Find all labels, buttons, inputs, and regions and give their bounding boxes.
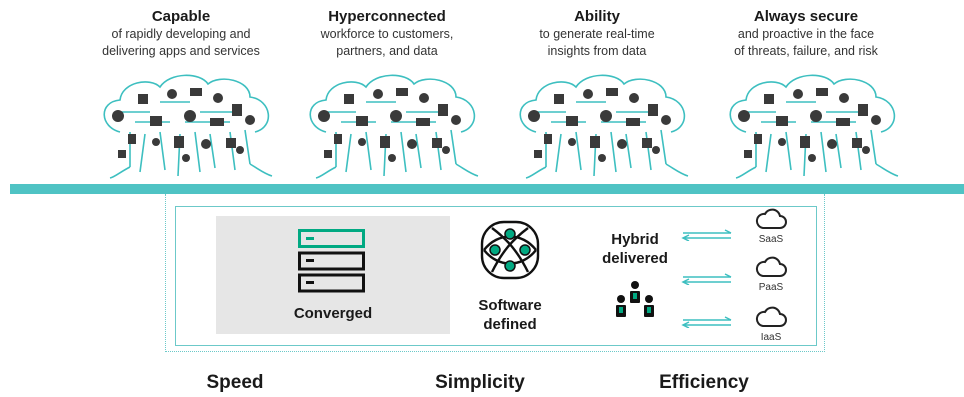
bidirectional-arrows-icon [681, 229, 733, 241]
network-nodes-icon [480, 220, 540, 280]
teal-divider-bar [10, 184, 964, 194]
hybrid-delivered-label: Hybrid delivered [590, 230, 680, 268]
software-label-line2: defined [483, 316, 537, 333]
capability-desc-line2: insights from data [547, 44, 647, 58]
inner-frame [175, 206, 817, 346]
bottom-label-speed: Speed [206, 372, 264, 393]
bottom-label-efficiency: Efficiency [659, 372, 749, 393]
cloud-label-paas: PaaS [758, 282, 784, 293]
brain-circuit-icon [716, 72, 906, 180]
capability-desc-line2: partners, and data [336, 44, 438, 58]
capability-capable: Capable of rapidly developing and delive… [81, 8, 281, 60]
capability-desc-line2: of threats, failure, and risk [734, 44, 878, 58]
bidirectional-arrows-icon [681, 316, 733, 328]
software-label-line1: Software [478, 297, 542, 314]
bidirectional-arrows-icon [681, 273, 733, 285]
cloud-icon [755, 256, 787, 278]
server-stack-icon [298, 229, 365, 293]
capability-hyperconnected: Hyperconnected workforce to customers, p… [287, 8, 487, 60]
capability-title: Ability [574, 8, 620, 25]
hybrid-label-line2: delivered [602, 250, 668, 267]
cloud-label-iaas: IaaS [760, 332, 782, 343]
capability-desc-line2: delivering apps and services [102, 44, 260, 58]
cloud-icon [755, 306, 787, 328]
capability-desc-line1: to generate real-time [539, 27, 655, 41]
cloud-label-saas: SaaS [758, 234, 784, 245]
capability-desc-line1: and proactive in the face [737, 27, 875, 41]
brain-circuit-icon [296, 72, 486, 180]
brain-circuit-icon [506, 72, 696, 180]
capability-always-secure: Always secure and proactive in the face … [706, 8, 906, 60]
outer-dotted-frame [165, 194, 825, 352]
capability-ability: Ability to generate real-time insights f… [497, 8, 697, 60]
capability-title: Always secure [753, 8, 859, 25]
cloud-icon [755, 208, 787, 230]
team-icon [616, 281, 654, 317]
converged-label: Converged [293, 305, 373, 322]
software-defined-label: Software defined [462, 296, 558, 334]
capability-title: Capable [151, 8, 211, 25]
brain-circuit-icon [90, 72, 280, 180]
capability-desc-line1: of rapidly developing and [111, 27, 251, 41]
hybrid-label-line1: Hybrid [611, 231, 659, 248]
bottom-label-simplicity: Simplicity [435, 372, 525, 393]
capability-desc-line1: workforce to customers, [320, 27, 454, 41]
capability-title: Hyperconnected [328, 8, 446, 25]
